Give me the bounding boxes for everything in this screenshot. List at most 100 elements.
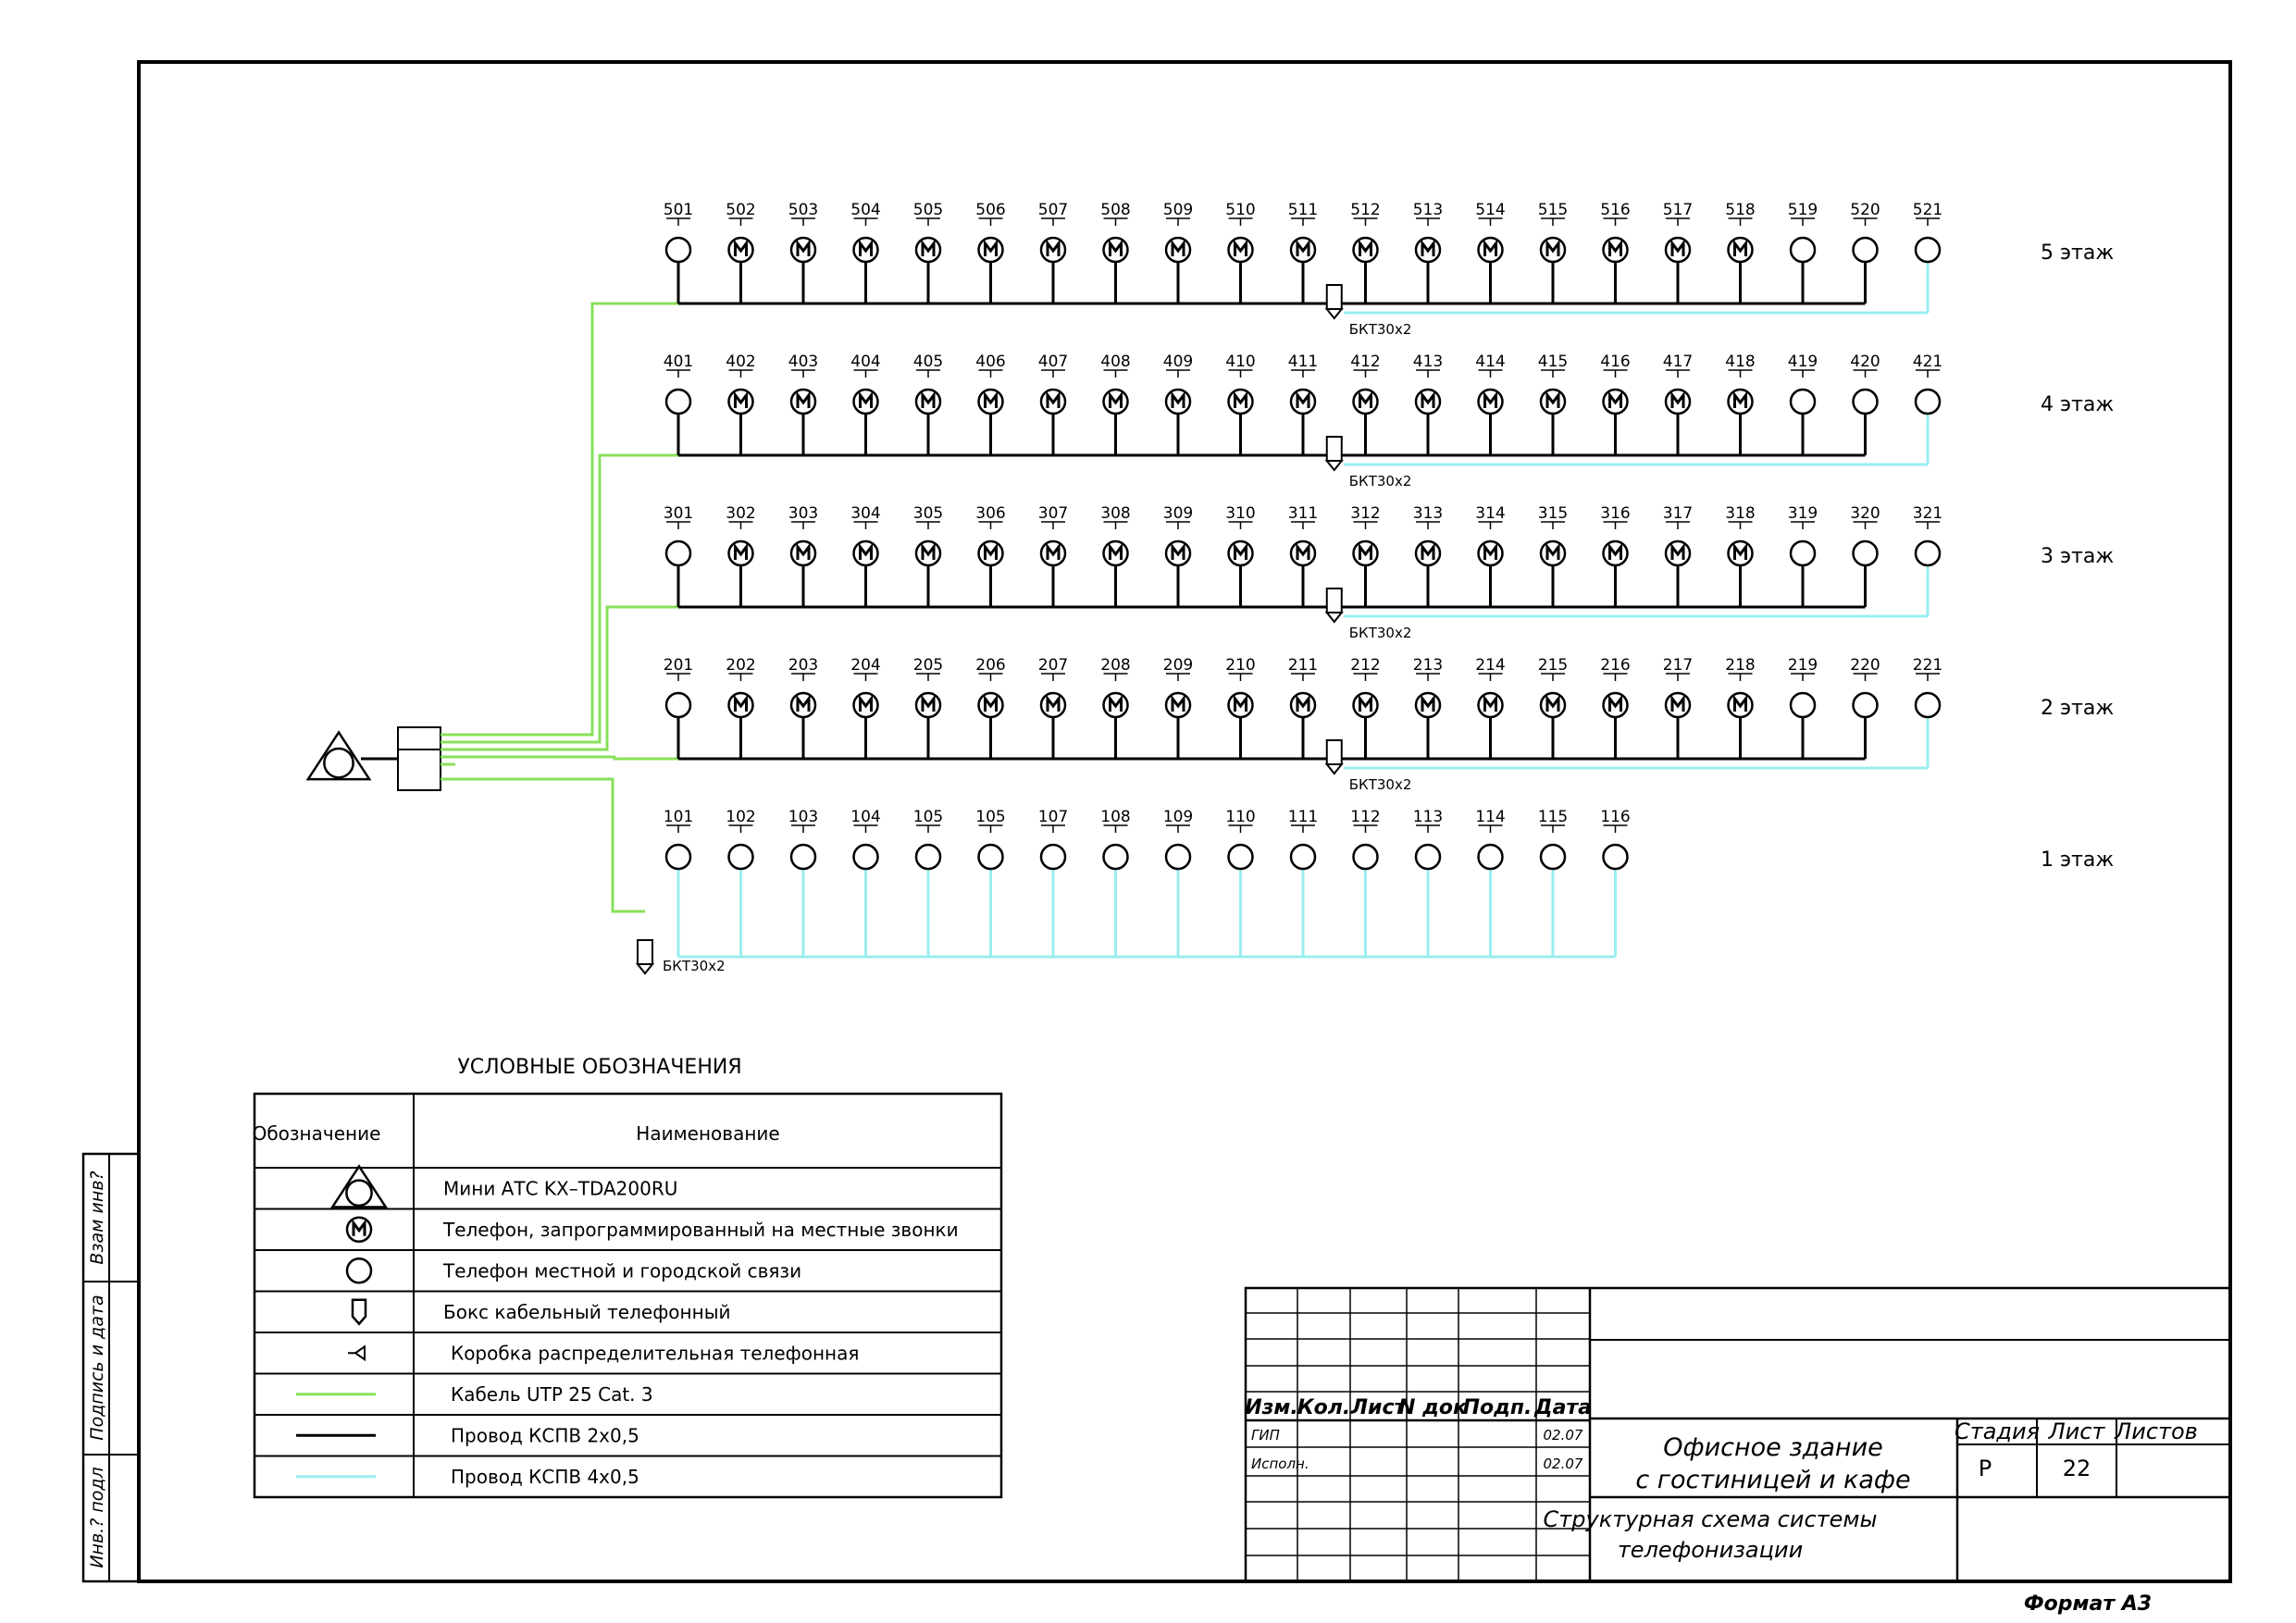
phone-number: 105: [913, 808, 943, 826]
phone-number: 515: [1538, 201, 1568, 219]
object-name-line2: с гостиницей и кафе: [1635, 1466, 1910, 1494]
phone-m-icon: [914, 236, 942, 264]
letter-m-glyph: [1670, 694, 1685, 712]
phone-m-icon: [1477, 691, 1504, 719]
phone-m-icon: [1289, 539, 1317, 567]
phone-310: 310: [1225, 504, 1256, 607]
phone-number: 513: [1413, 201, 1443, 219]
phone-number: 304: [850, 504, 880, 523]
phone-m-icon: [345, 1216, 373, 1243]
letter-m-glyph: [859, 390, 873, 408]
letter-m-glyph: [1234, 390, 1247, 408]
phone-number: 305: [913, 504, 943, 523]
cable-utp: [455, 777, 645, 913]
phone-m-icon: [727, 388, 754, 415]
phone-icon: [1852, 236, 1879, 264]
phone-number: 220: [1850, 656, 1880, 675]
phone-m-icon: [727, 236, 754, 264]
phone-icon: [1789, 388, 1817, 415]
phone-icon: [1852, 691, 1879, 719]
cable-box: [1324, 588, 1344, 624]
phone-m-icon: [1352, 236, 1379, 264]
letter-m-glyph: [1483, 239, 1497, 256]
phone-219: 219: [1788, 656, 1818, 759]
phone-212: 212: [1350, 656, 1381, 759]
phone-icon: [1477, 843, 1504, 871]
legend-row: Провод КСПВ 2х0,5: [296, 1424, 639, 1446]
phone-105: 105: [913, 808, 943, 957]
phone-m-icon: [1602, 236, 1629, 264]
phone-circle: [1164, 843, 1192, 871]
phone-number: 414: [1475, 353, 1505, 371]
box-outline: [351, 1298, 367, 1326]
phone-number: 301: [664, 504, 693, 523]
phone-icon: [914, 843, 942, 871]
phone-m-icon: [1164, 236, 1192, 264]
phone-number: 411: [1288, 353, 1318, 371]
letter-m-glyph: [1733, 239, 1747, 256]
floor-label: 1 этаж: [2041, 849, 2114, 872]
phone-icon: [345, 1258, 373, 1284]
phone-204: 204: [850, 656, 881, 759]
letter-m-glyph: [984, 694, 998, 712]
letter-m-glyph: [734, 694, 748, 712]
phone-205: 205: [913, 656, 943, 759]
phone-number: 319: [1788, 504, 1818, 523]
phone-number: 104: [850, 808, 880, 826]
stamp-frame: [81, 1152, 141, 1583]
phone-number: 213: [1413, 656, 1443, 675]
phone-number: 505: [913, 201, 943, 219]
phone-207: 207: [1038, 656, 1068, 759]
letter-m-glyph: [796, 239, 811, 256]
phone-number: 303: [788, 504, 818, 523]
phone-406: 406: [975, 353, 1006, 455]
letter-m-glyph: [734, 390, 748, 408]
phone-number: 520: [1850, 201, 1880, 219]
phone-number: 201: [664, 656, 693, 675]
tb-header: Дата: [1533, 1396, 1592, 1419]
phone-number: 309: [1163, 504, 1193, 523]
letter-m-glyph: [1421, 390, 1435, 408]
letter-m-glyph: [1545, 390, 1560, 408]
phone-m-icon: [1539, 236, 1567, 264]
phone-513: 513: [1413, 201, 1443, 304]
phone-m-icon: [727, 539, 754, 567]
phone-m-icon: [852, 388, 879, 415]
phone-icon: [1539, 843, 1567, 871]
letter-m-glyph: [921, 694, 936, 712]
phone-112: 112: [1350, 808, 1381, 957]
letter-m-glyph: [1483, 694, 1497, 712]
cable-box-label: БКТ30х2: [1349, 625, 1412, 641]
phone-circle: [789, 843, 817, 871]
letter-m-glyph: [984, 542, 998, 560]
phone-circle: [1914, 539, 1942, 567]
letter-m-glyph: [1109, 542, 1123, 560]
legend-header-symbol: Обозначение: [253, 1122, 381, 1145]
letter-m-glyph: [1109, 694, 1123, 712]
legend-text: Мини АТС KX–TDA200RU: [443, 1177, 677, 1199]
phone-412: 412: [1350, 353, 1381, 455]
phone-number: 219: [1788, 656, 1818, 675]
phone-308: 308: [1100, 504, 1131, 607]
phone-number: 521: [1913, 201, 1942, 219]
box-body: [1325, 739, 1343, 765]
atc-icon: [329, 1164, 389, 1208]
letter-m-glyph: [984, 390, 998, 408]
phone-number: 311: [1288, 504, 1318, 523]
phone-icon: [977, 843, 1004, 871]
atc-triangle: [305, 730, 372, 781]
phone-m-icon: [1539, 388, 1567, 415]
phone-circle: [1914, 388, 1942, 415]
phone-number: 506: [975, 201, 1005, 219]
stamp-signature-date: Подпись и дата: [87, 1295, 107, 1440]
phone-circle: [664, 843, 692, 871]
phone-502: 502: [726, 201, 756, 304]
phone-circle: [727, 843, 754, 871]
phone-m-icon: [914, 691, 942, 719]
phone-220: 220: [1850, 656, 1880, 759]
legend-row: Бокс кабельный телефонный: [351, 1298, 730, 1326]
phone-404: 404: [850, 353, 881, 455]
